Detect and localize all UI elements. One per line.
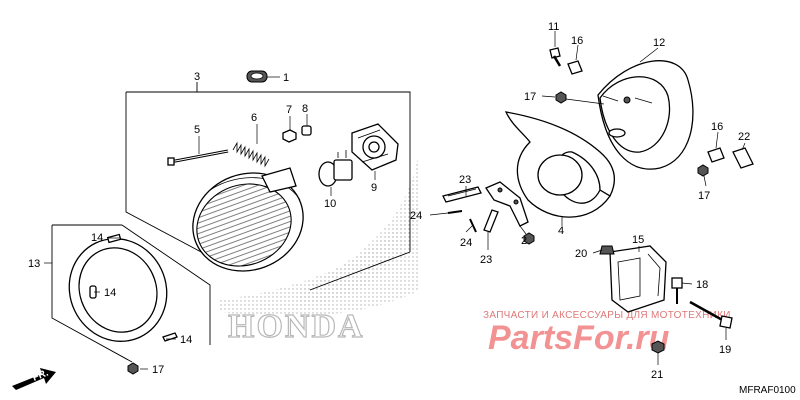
part-4-mounting-plate bbox=[504, 111, 615, 218]
watermark-caption: ЗАПЧАСТИ И АКСЕССУАРЫ ДЛЯ МОТОТЕХНИКИ bbox=[483, 310, 731, 321]
callout-part-17-c: 17 bbox=[152, 364, 164, 376]
callout-part-11: 11 bbox=[548, 21, 559, 33]
part-12-headlight-case bbox=[597, 60, 694, 170]
callout-part-6: 6 bbox=[251, 112, 257, 124]
callout-part-16-b: 16 bbox=[711, 121, 723, 133]
part-16-collar-top bbox=[567, 60, 583, 75]
part-19-bolt bbox=[689, 300, 733, 329]
callout-labels: 1 2 3 4 5 6 7 8 9 10 11 12 13 14 14 14 1… bbox=[28, 21, 750, 381]
part-10-bulb bbox=[318, 150, 353, 187]
callout-part-3: 3 bbox=[194, 71, 200, 83]
callout-part-15: 15 bbox=[632, 234, 644, 246]
honda-wing-shading bbox=[220, 130, 420, 317]
callout-part-10: 10 bbox=[324, 198, 336, 210]
callout-part-4: 4 bbox=[558, 225, 564, 237]
honda-brand-mark: HONDA bbox=[228, 308, 365, 345]
part-16-collar-right bbox=[707, 147, 725, 163]
leader-lines bbox=[44, 31, 746, 370]
part-2-bracket bbox=[485, 181, 535, 245]
part-9-bulb-socket bbox=[351, 123, 399, 171]
callout-part-13: 13 bbox=[28, 258, 40, 270]
callout-part-17-a: 17 bbox=[524, 91, 536, 103]
part-21-nut bbox=[651, 340, 665, 354]
part-15-stay bbox=[609, 245, 667, 313]
callout-part-14-c: 14 bbox=[180, 334, 192, 346]
callout-part-24-b: 24 bbox=[460, 237, 472, 249]
part-17-nut-top bbox=[555, 91, 567, 104]
watermark-logo: PartsFor.ru bbox=[488, 319, 670, 357]
part-23-strap-lower bbox=[483, 209, 499, 233]
callout-part-23-b: 23 bbox=[480, 254, 492, 266]
callout-part-16-a: 16 bbox=[571, 35, 583, 47]
part-8-collar bbox=[301, 125, 312, 136]
callout-part-1: 1 bbox=[283, 72, 289, 84]
part-23-strap-upper bbox=[442, 186, 482, 203]
callout-part-19: 19 bbox=[719, 344, 731, 356]
part-20-grommet bbox=[599, 245, 615, 255]
callout-part-8: 8 bbox=[302, 103, 308, 115]
callout-part-5: 5 bbox=[194, 124, 200, 136]
callout-part-22: 22 bbox=[738, 131, 750, 143]
callout-part-18: 18 bbox=[696, 279, 708, 291]
callout-part-17-b: 17 bbox=[698, 190, 710, 202]
callout-part-7: 7 bbox=[286, 104, 292, 116]
part-13-headlight-rim bbox=[51, 224, 211, 363]
direction-arrow-icon: FR. bbox=[12, 367, 56, 390]
callout-part-21: 21 bbox=[651, 369, 663, 381]
part-17-bolt-rim bbox=[127, 362, 139, 375]
part-24-screw-a bbox=[447, 210, 463, 214]
drawing-code: MFRAF0100 bbox=[739, 385, 796, 396]
part-18-bolt bbox=[671, 277, 683, 304]
part-24-screw-b bbox=[469, 218, 477, 233]
callout-part-14-b: 14 bbox=[104, 287, 116, 299]
part-1-grommet bbox=[246, 70, 268, 83]
callout-part-23-a: 23 bbox=[459, 174, 471, 186]
callout-part-24-a: 24 bbox=[410, 210, 422, 222]
callout-part-12: 12 bbox=[653, 37, 665, 49]
part-5-adjusting-screw bbox=[167, 149, 229, 166]
part-17-nut-right bbox=[697, 164, 709, 177]
callout-part-14-a: 14 bbox=[91, 232, 103, 244]
part-7-nut bbox=[282, 129, 297, 143]
part-6-spring bbox=[232, 141, 270, 168]
part-22-bolt bbox=[732, 147, 754, 169]
callout-part-2: 2 bbox=[521, 235, 527, 247]
headlight-lens bbox=[192, 167, 304, 272]
headlight-unit-frame bbox=[125, 82, 411, 291]
callout-part-9: 9 bbox=[371, 182, 377, 194]
part-11-bolt bbox=[549, 47, 562, 67]
callout-part-20: 20 bbox=[575, 248, 587, 260]
